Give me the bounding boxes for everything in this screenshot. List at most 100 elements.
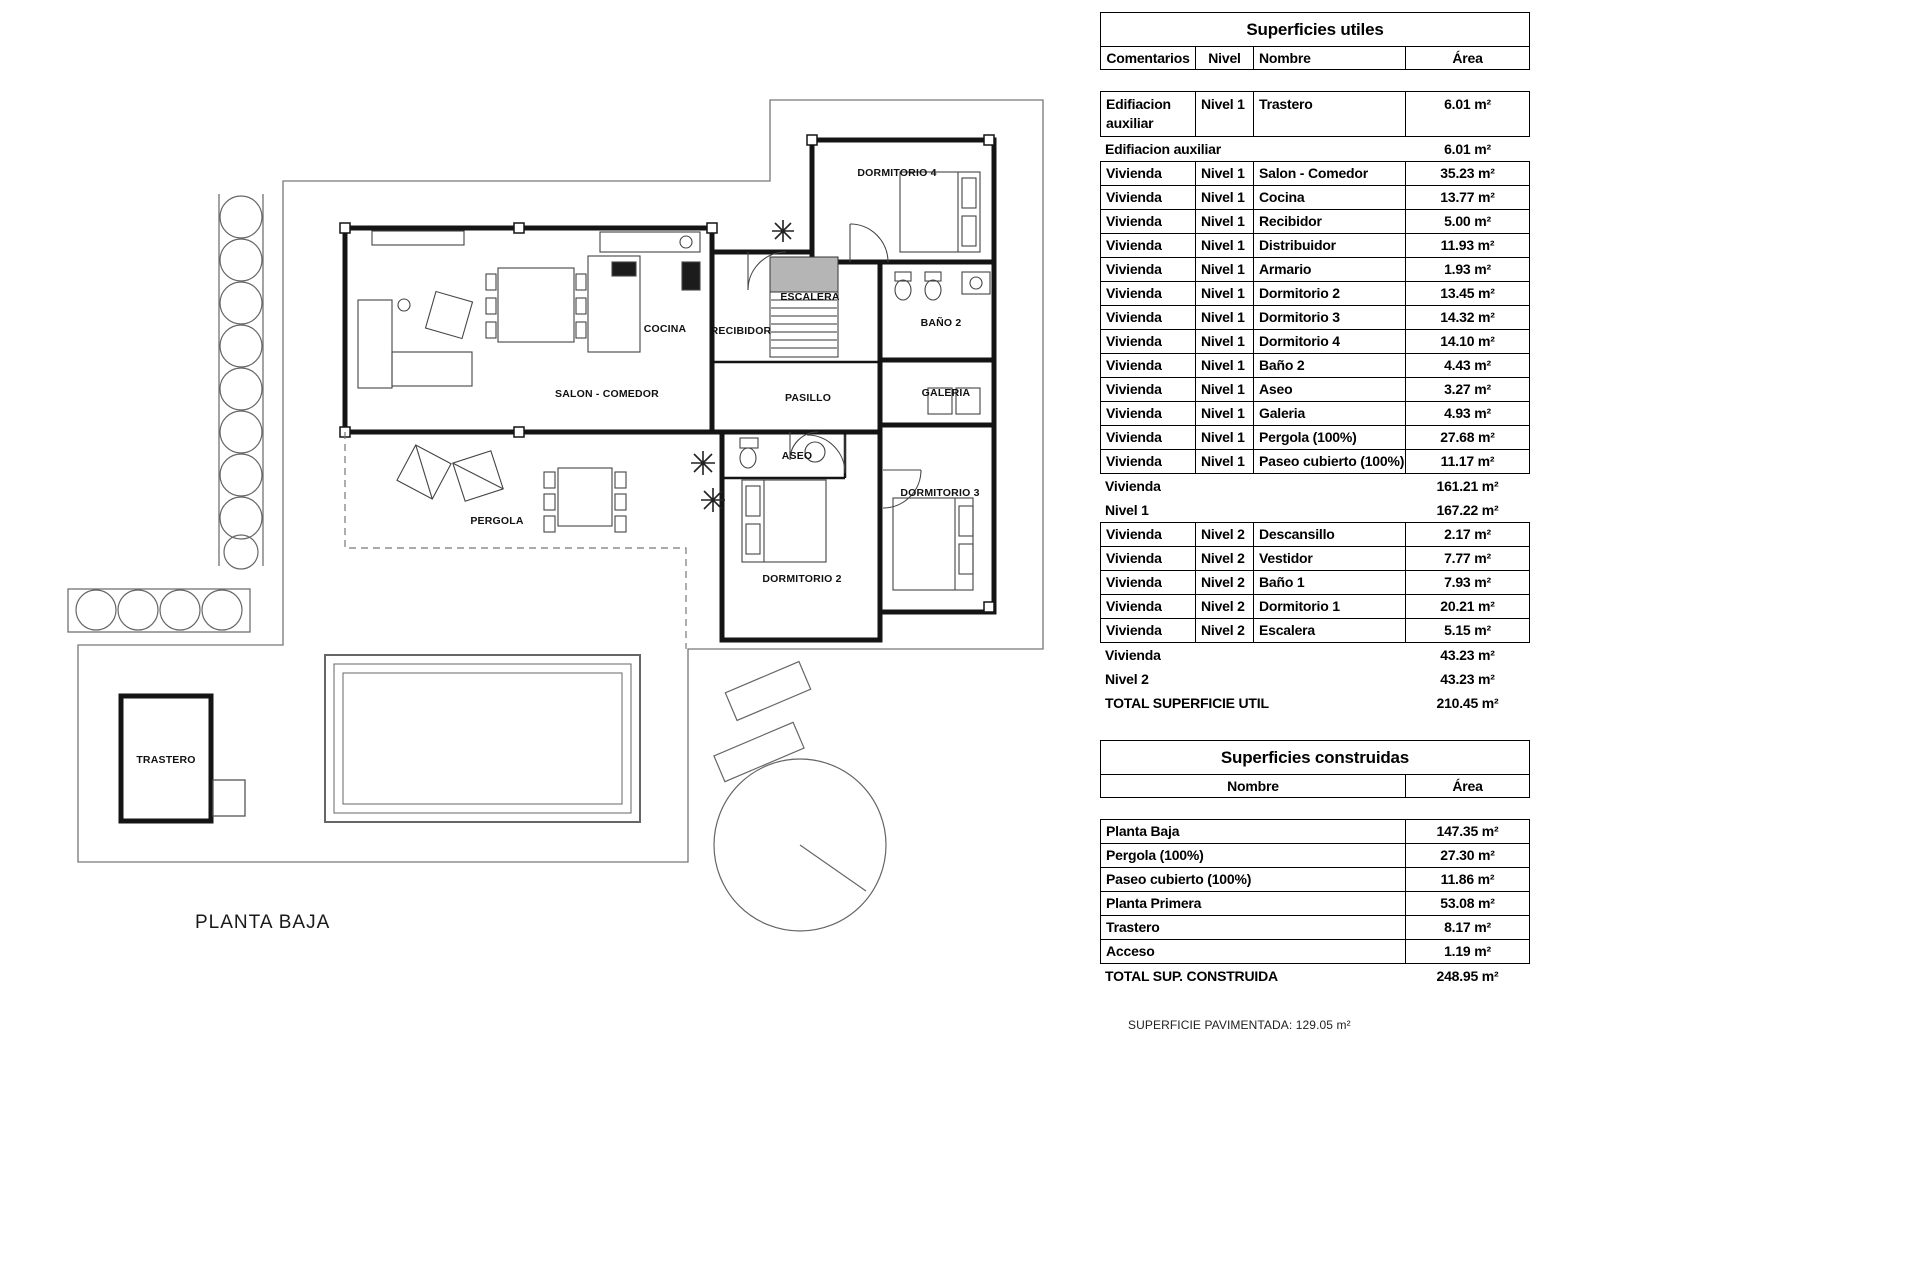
cell-comentarios: Vivienda xyxy=(1100,618,1195,643)
aseo-fixtures xyxy=(739,437,826,469)
galeria-fixtures xyxy=(927,387,981,415)
living-room-furniture xyxy=(357,230,587,389)
cell-nombre: Escalera xyxy=(1253,618,1405,643)
cell-label: Nivel 1 xyxy=(1105,502,1149,518)
cell-area: 27.30 m² xyxy=(1405,843,1530,867)
construidas-header-area: Área xyxy=(1405,774,1530,798)
cell-label: Edifiacion auxiliar xyxy=(1105,141,1222,157)
room-label-dormitorio2: DORMITORIO 2 xyxy=(762,573,841,585)
bedroom2-furniture xyxy=(741,479,827,563)
cell-comentarios: Vivienda xyxy=(1100,570,1195,594)
cell-comentarios: Vivienda xyxy=(1100,546,1195,570)
kitchen-fixtures xyxy=(587,231,701,353)
room-label-cocina: COCINA xyxy=(644,323,687,335)
cell-area: 7.77 m² xyxy=(1405,546,1530,570)
cell-label: Vivienda xyxy=(1105,647,1161,663)
cell-nombre: Armario xyxy=(1253,257,1405,281)
utiles-subtotal-row: Edifiacion auxiliar 6.01 m² xyxy=(1100,137,1530,161)
construidas-header-nombre: Nombre xyxy=(1100,774,1405,798)
cell-area: 11.86 m² xyxy=(1405,867,1530,891)
trastero-building xyxy=(118,693,246,824)
planter-bottom-left-icon xyxy=(67,588,251,633)
cell-nombre: Dormitorio 3 xyxy=(1253,305,1405,329)
utiles-subtotal-row: Nivel 2 43.23 m² xyxy=(1100,667,1530,691)
cell-nivel: Nivel 1 xyxy=(1195,449,1253,474)
superficies-utiles-table: Superficies utiles Comentarios Nivel Nom… xyxy=(1100,12,1530,715)
pergola-furniture xyxy=(396,444,627,533)
room-label-salon: SALON - COMEDOR xyxy=(555,388,659,400)
room-label-escalera: ESCALERA xyxy=(780,291,840,303)
cell-nombre: Acceso xyxy=(1100,939,1405,964)
cell-nombre: Baño 2 xyxy=(1253,353,1405,377)
cell-nivel: Nivel 1 xyxy=(1195,257,1253,281)
cell-nombre: Descansillo xyxy=(1253,522,1405,546)
cell-area: 14.32 m² xyxy=(1405,305,1530,329)
room-label-dormitorio3: DORMITORIO 3 xyxy=(900,487,979,499)
cell-nombre: Distribuidor xyxy=(1253,233,1405,257)
cell-comentarios: Edifiacion auxiliar xyxy=(1100,91,1195,137)
cell-nombre: Planta Baja xyxy=(1100,819,1405,843)
cell-area: 43.23 m² xyxy=(1440,671,1495,687)
plan-title: PLANTA BAJA xyxy=(195,912,330,933)
cell-nombre: Paseo cubierto (100%) xyxy=(1100,867,1405,891)
pergola-dashed-boundary xyxy=(344,432,687,649)
cell-area: 1.19 m² xyxy=(1405,939,1530,964)
cell-nivel: Nivel 1 xyxy=(1195,401,1253,425)
construidas-row: Paseo cubierto (100%)11.86 m² xyxy=(1100,867,1530,891)
plot-boundary xyxy=(77,99,1044,863)
staircase xyxy=(769,256,839,358)
room-label-galeria: GALERIA xyxy=(922,387,971,399)
utiles-header-row: Comentarios Nivel Nombre Área xyxy=(1100,46,1530,70)
cell-comentarios: Vivienda xyxy=(1100,353,1195,377)
bathroom2-fixtures xyxy=(894,271,991,301)
cell-area: 13.45 m² xyxy=(1405,281,1530,305)
cell-nombre: Trastero xyxy=(1253,91,1405,137)
room-label-trastero: TRASTERO xyxy=(136,754,195,766)
room-label-aseo: ASEO xyxy=(782,450,813,462)
cell-area: 210.45 m² xyxy=(1436,695,1499,711)
cell-comentarios: Vivienda xyxy=(1100,377,1195,401)
construidas-row: Pergola (100%)27.30 m² xyxy=(1100,843,1530,867)
cell-comentarios: Vivienda xyxy=(1100,449,1195,474)
cell-nombre: Trastero xyxy=(1100,915,1405,939)
cell-nivel: Nivel 1 xyxy=(1195,281,1253,305)
cell-comentarios: Vivienda xyxy=(1100,329,1195,353)
cell-comentarios: Vivienda xyxy=(1100,161,1195,185)
cell-nivel: Nivel 2 xyxy=(1195,594,1253,618)
construidas-table-title: Superficies construidas xyxy=(1100,740,1530,775)
room-label-recibidor: RECIBIDOR xyxy=(711,325,772,337)
construidas-header-row: Nombre Área xyxy=(1100,774,1530,798)
cell-nivel: Nivel 2 xyxy=(1195,570,1253,594)
cell-area: 1.93 m² xyxy=(1405,257,1530,281)
cell-nivel: Nivel 2 xyxy=(1195,546,1253,570)
cell-area: 3.27 m² xyxy=(1405,377,1530,401)
cell-label: Nivel 2 xyxy=(1105,671,1149,687)
cell-label: TOTAL SUP. CONSTRUIDA xyxy=(1105,968,1278,984)
cell-area: 6.01 m² xyxy=(1444,141,1491,157)
cell-area: 6.01 m² xyxy=(1405,91,1530,137)
cell-comentarios: Vivienda xyxy=(1100,401,1195,425)
cell-comentarios: Vivienda xyxy=(1100,233,1195,257)
cell-area: 35.23 m² xyxy=(1405,161,1530,185)
cell-nombre: Recibidor xyxy=(1253,209,1405,233)
room-label-pasillo: PASILLO xyxy=(785,392,831,404)
cell-area: 248.95 m² xyxy=(1436,968,1499,984)
house-walls xyxy=(342,137,997,643)
